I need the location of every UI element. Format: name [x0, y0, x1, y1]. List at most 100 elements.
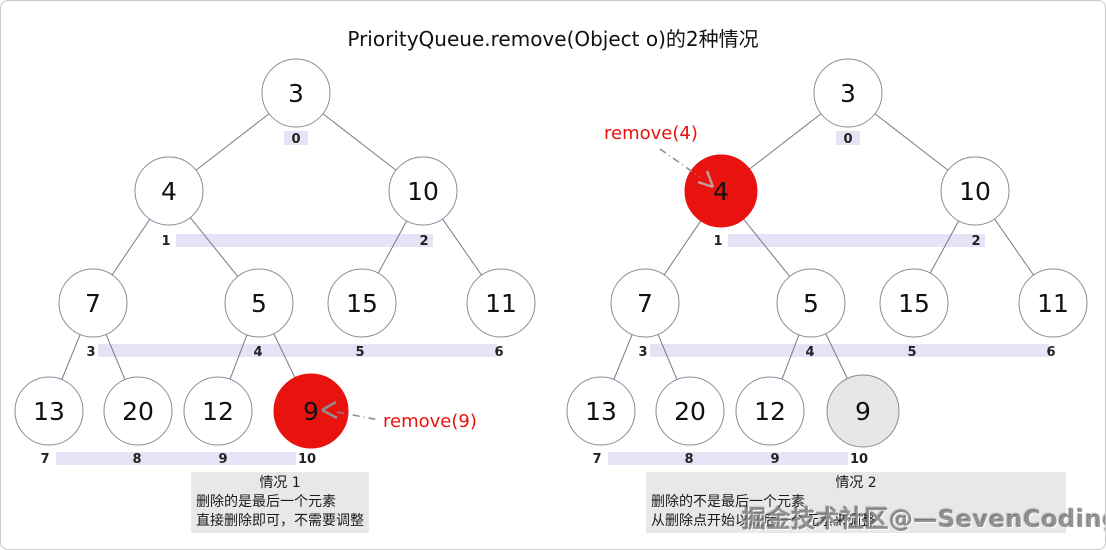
caption-line: 直接删除即可，不需要调整 [196, 513, 364, 529]
tree-edge [229, 334, 248, 380]
tree-node [566, 376, 636, 446]
index-label: 4 [805, 345, 814, 360]
node-value: 13 [585, 397, 617, 426]
array-band [728, 234, 985, 247]
tree-edge [377, 220, 408, 274]
index-label: 2 [419, 234, 428, 249]
tree-node [261, 58, 331, 128]
index-label: 8 [132, 452, 141, 467]
index-label: 5 [355, 345, 364, 360]
tree-node [813, 58, 883, 128]
tree-edge [663, 220, 702, 276]
index-label: 0 [291, 132, 300, 147]
tree-node [14, 376, 84, 446]
annotation-arrowhead [321, 400, 337, 412]
array-band [284, 131, 308, 145]
tree-node [655, 376, 725, 446]
node-value: 3 [840, 79, 856, 108]
tree-node [183, 376, 253, 446]
annotation-arrowhead [321, 408, 338, 420]
node-value: 20 [122, 397, 154, 426]
node-value: 7 [637, 289, 653, 318]
index-label: 8 [684, 452, 693, 467]
tree-node [327, 268, 397, 338]
tree-node [735, 376, 805, 446]
annotation-arrowhead [697, 180, 714, 189]
tree-edge [442, 218, 482, 276]
index-label: 7 [40, 452, 49, 467]
tree-edge [195, 113, 270, 171]
tree-edge [61, 334, 81, 380]
tree-node [610, 268, 680, 338]
node-value: 4 [161, 177, 177, 206]
index-label: 5 [907, 345, 916, 360]
array-band [608, 452, 848, 465]
array-band [836, 131, 860, 145]
tree-edge [105, 334, 126, 380]
tree-edge [613, 334, 633, 380]
index-label: 2 [971, 234, 980, 249]
node-value: 4 [713, 177, 729, 206]
tree-edge [743, 218, 791, 277]
node-value: 15 [898, 289, 930, 318]
caption-line: 删除的不是最后一个元素 [651, 494, 805, 510]
node-value: 11 [1037, 289, 1069, 318]
index-label: 10 [850, 452, 868, 467]
tree-node [273, 373, 349, 449]
tree-node [58, 268, 128, 338]
tree-edge [111, 218, 151, 276]
index-label: 0 [843, 132, 852, 147]
node-value: 9 [303, 397, 319, 426]
tree-node [879, 268, 949, 338]
tree-node [826, 374, 900, 448]
node-value: 12 [202, 397, 234, 426]
tree-edge [189, 217, 239, 277]
caption-line: 从删除点开始以最后一个元素来调整 [651, 513, 875, 529]
caption-line: 删除的是最后一个元素 [196, 494, 336, 510]
node-value: 10 [959, 177, 991, 206]
tree-edge [749, 113, 822, 170]
index-label: 9 [218, 452, 227, 467]
tree-edge [874, 113, 949, 171]
index-label: 1 [161, 234, 170, 249]
node-value: 5 [251, 289, 267, 318]
tree-node [466, 268, 536, 338]
tree-node [103, 376, 173, 446]
tree-node [684, 154, 758, 228]
tree-node [940, 156, 1010, 226]
tree-edge [273, 333, 296, 378]
index-label: 10 [298, 452, 316, 467]
node-value: 5 [803, 289, 819, 318]
node-value: 13 [33, 397, 65, 426]
tree-node [1018, 268, 1088, 338]
node-value: 9 [855, 397, 871, 426]
tree-edge [322, 113, 397, 171]
node-value: 20 [674, 397, 706, 426]
page-title: PriorityQueue.remove(Object o)的2种情况 [347, 27, 759, 51]
caption-heading: 情况 1 [259, 475, 301, 491]
index-label: 6 [494, 345, 503, 360]
annotation-arrowhead [705, 170, 715, 188]
tree-node [224, 268, 294, 338]
tree-node [776, 268, 846, 338]
caption-case-1: 情况 1 删除的是最后一个元素 直接删除即可，不需要调整 [191, 472, 369, 533]
tree-edge [825, 333, 848, 379]
index-label: 9 [770, 452, 779, 467]
tree-node [388, 156, 458, 226]
tree-edge [781, 334, 800, 380]
caption-case-2: 情况 2 删除的不是最后一个元素 从删除点开始以最后一个元素来调整 [646, 472, 1066, 533]
node-value: 11 [485, 289, 517, 318]
tree-edge [657, 334, 678, 380]
node-value: 10 [407, 177, 439, 206]
node-value: 12 [754, 397, 786, 426]
index-label: 3 [638, 345, 647, 360]
array-band [98, 344, 497, 357]
array-band [650, 344, 1049, 357]
annotation-label-remove-9: remove(9) [383, 411, 477, 432]
caption-heading: 情况 2 [835, 475, 877, 491]
annotation-arrow-line [336, 411, 380, 421]
index-label: 3 [86, 345, 95, 360]
watermark: 掘金技术社区@—SevenCoding [742, 505, 1106, 533]
